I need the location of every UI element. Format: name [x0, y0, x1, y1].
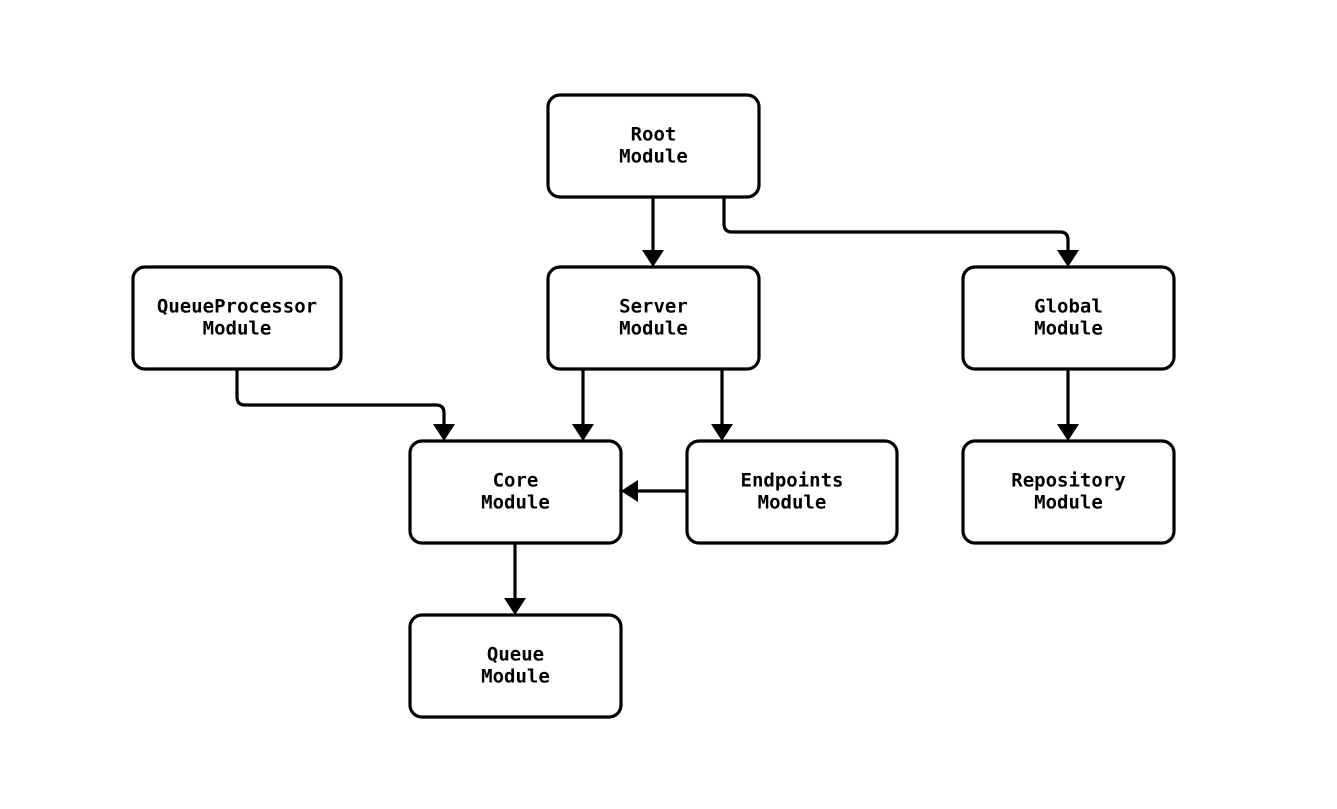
- edge-root-to-server: [642, 197, 664, 267]
- repository-module-box[interactable]: [961, 439, 1176, 545]
- queue-module-label-line-1: Queue: [487, 644, 544, 666]
- core-module-label-line-2: Module: [481, 492, 550, 514]
- endpoints-module-box[interactable]: [685, 439, 899, 545]
- edge-queueprocessor-to-core-arrowhead: [433, 424, 455, 441]
- root-module-label-line-1: Root: [631, 124, 677, 146]
- edge-queueprocessor-to-core: [235, 369, 455, 441]
- edges-layer: [235, 197, 1079, 615]
- edge-root-to-global: [722, 197, 1079, 267]
- queueprocessor-module-label-line-2: Module: [203, 318, 272, 340]
- global-module-label-line-2: Module: [1034, 318, 1103, 340]
- edge-core-to-queue: [504, 543, 526, 615]
- edge-root-to-global-line: [722, 197, 1070, 252]
- nodes-layer: RootModuleQueueProcessorModuleServerModu…: [131, 93, 1176, 719]
- queueprocessor-module-box[interactable]: [131, 265, 343, 371]
- edge-core-to-queue-arrowhead: [504, 598, 526, 615]
- server-module-label-line-1: Server: [619, 296, 688, 318]
- edge-server-to-core: [572, 369, 594, 441]
- edge-root-to-server-arrowhead: [642, 250, 664, 267]
- endpoints-module-label-line-1: Endpoints: [741, 470, 844, 492]
- edge-root-to-global-arrowhead: [1057, 250, 1079, 267]
- edge-server-to-endpoints: [711, 369, 733, 441]
- root-module-label-line-2: Module: [619, 146, 688, 168]
- edge-queueprocessor-to-core-line: [235, 369, 446, 426]
- queueprocessor-module-label-line-1: QueueProcessor: [157, 296, 317, 318]
- global-module-label-line-1: Global: [1034, 296, 1103, 318]
- server-module-label-line-2: Module: [619, 318, 688, 340]
- edge-endpoints-to-core-arrowhead: [621, 480, 638, 502]
- edge-global-to-repository: [1057, 369, 1079, 441]
- edge-global-to-repository-arrowhead: [1057, 424, 1079, 441]
- edge-endpoints-to-core: [621, 480, 687, 502]
- repository-module-label-line-2: Module: [1034, 492, 1103, 514]
- queue-module-box[interactable]: [408, 613, 623, 719]
- queue-module-label-line-2: Module: [481, 666, 550, 688]
- repository-module-label-line-1: Repository: [1011, 470, 1125, 492]
- core-module-label-line-1: Core: [493, 470, 539, 492]
- root-module-box[interactable]: [546, 93, 761, 199]
- edge-server-to-endpoints-arrowhead: [711, 424, 733, 441]
- edge-server-to-core-arrowhead: [572, 424, 594, 441]
- server-module-box[interactable]: [546, 265, 761, 371]
- endpoints-module-label-line-2: Module: [758, 492, 827, 514]
- global-module-box[interactable]: [961, 265, 1176, 371]
- core-module-box[interactable]: [408, 439, 623, 545]
